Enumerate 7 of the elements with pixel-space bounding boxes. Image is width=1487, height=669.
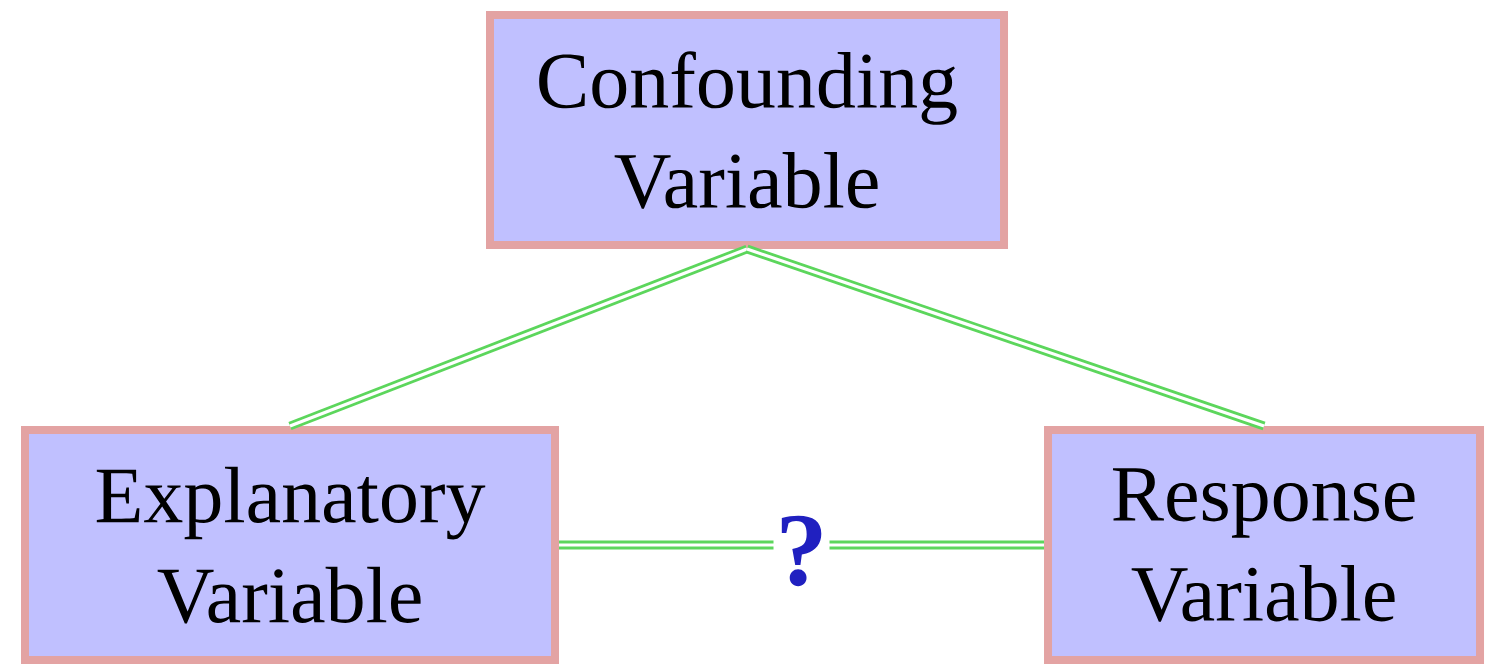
variable-box: Confounding Variable bbox=[486, 11, 1008, 249]
link-line bbox=[745, 244, 1266, 431]
link-line bbox=[288, 244, 749, 431]
variable-box: Response Variable bbox=[1044, 426, 1484, 664]
edge-label: ? bbox=[773, 513, 830, 589]
variable-box: Explanatory Variable bbox=[21, 426, 559, 664]
link-line bbox=[559, 540, 1044, 550]
